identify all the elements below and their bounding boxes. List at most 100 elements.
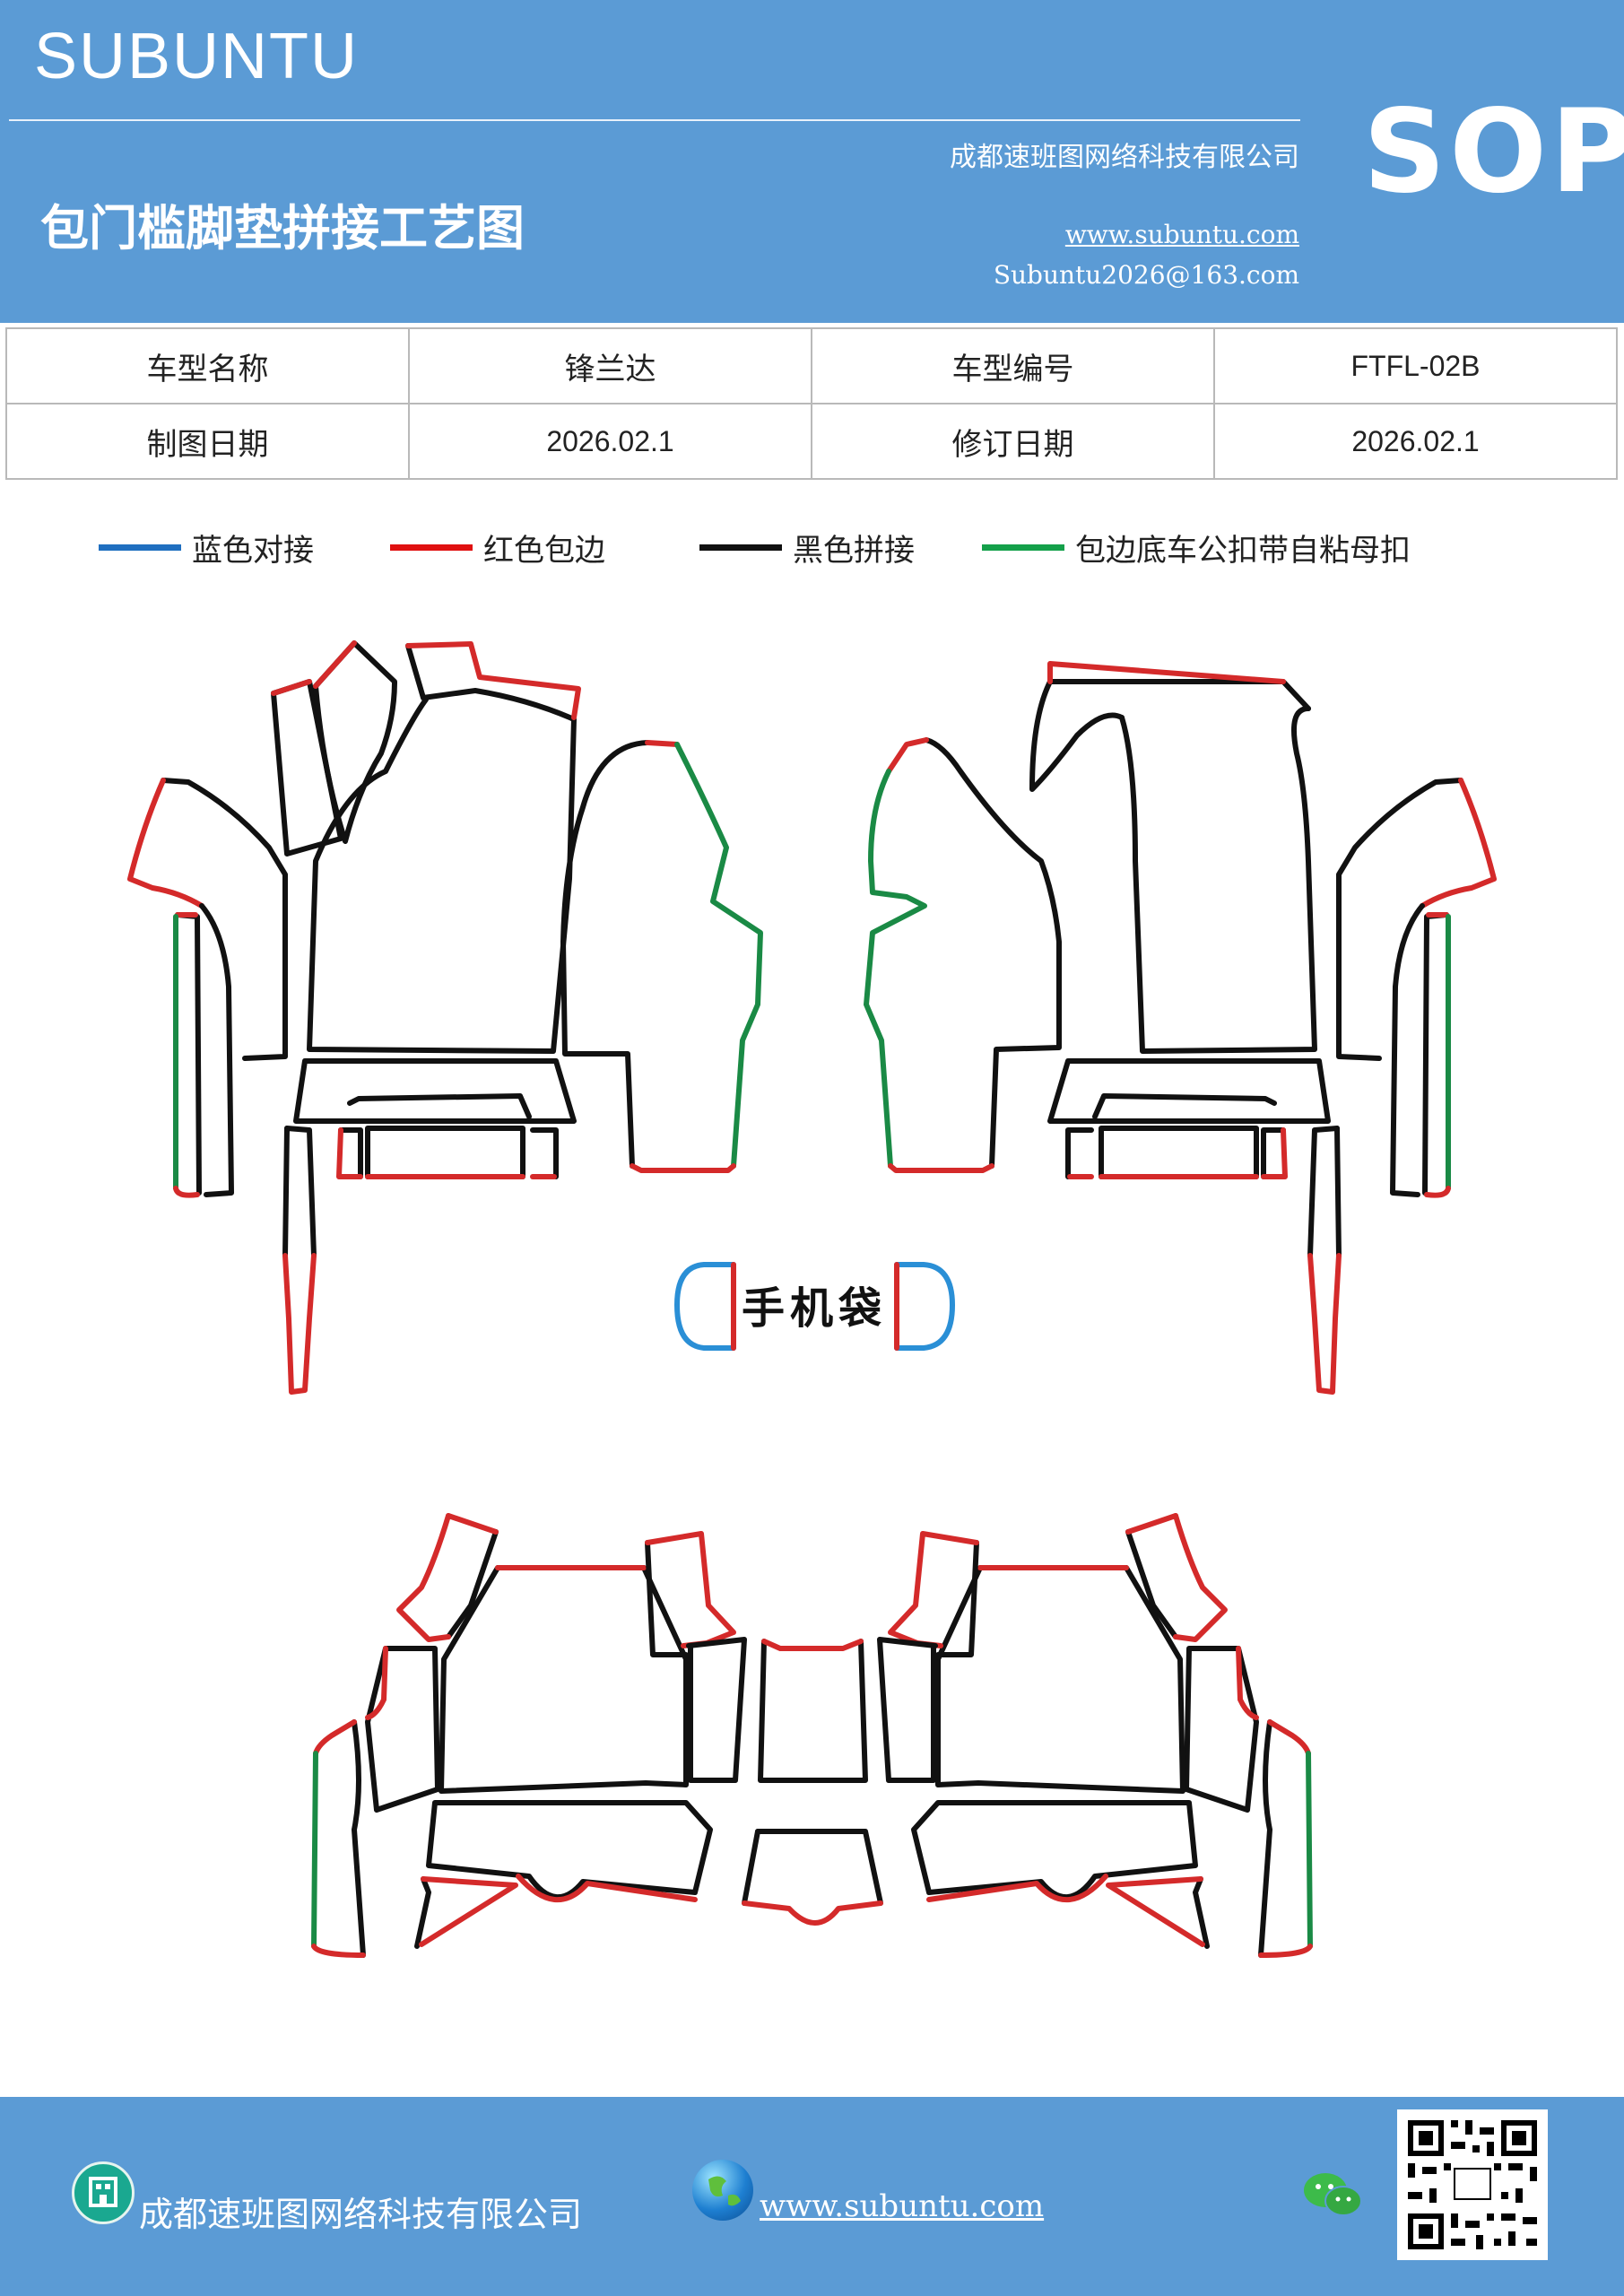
mat-piece: [888, 1531, 979, 1648]
mat-piece: [352, 1719, 366, 1958]
legend-swatch: [99, 544, 181, 551]
document-title: 包门槛脚垫拼接工艺图: [40, 200, 525, 257]
brand-logo-text: SUBUNTU: [34, 21, 360, 92]
legend-label: 红色包边: [483, 532, 605, 569]
sop-badge: SOP: [1363, 85, 1624, 219]
header-email: Subuntu2026@163.com: [993, 260, 1299, 290]
qr-code-icon: [1397, 2109, 1548, 2260]
table-cell: 锋兰达: [408, 327, 812, 404]
mat-piece: [313, 640, 357, 689]
legend-swatch: [390, 544, 473, 551]
mat-piece: [414, 1876, 431, 1949]
mat-piece: [926, 1874, 1108, 1903]
mat-piece: [924, 737, 1062, 1169]
legend-label: 包边底车公扣带自粘母扣: [1075, 532, 1411, 569]
mat-piece: [307, 643, 577, 1054]
mat-piece: [1029, 679, 1311, 792]
pocket-left-edge: [674, 1262, 736, 1351]
mat-piece: [877, 1637, 938, 1783]
mat-piece: [864, 769, 927, 1169]
rear-left-mat-set: [311, 1513, 747, 1958]
legend-swatch: [982, 544, 1064, 551]
mat-piece: [1261, 1127, 1286, 1179]
legend-item-blue: 蓝色对接: [99, 520, 314, 574]
mat-piece: [338, 1127, 363, 1179]
table-cell: 车型编号: [811, 327, 1215, 404]
mat-piece: [1119, 706, 1317, 1054]
mat-piece: [284, 1126, 317, 1258]
header-banner: SUBUNTU 成都速班图网络科技有限公司 包门槛脚垫拼接工艺图 www.sub…: [0, 0, 1624, 323]
header-website-link[interactable]: www.subuntu.com: [1064, 220, 1299, 249]
mat-piece: [1184, 1646, 1259, 1813]
mat-piece: [175, 912, 202, 1196]
mat-piece: [1420, 778, 1497, 909]
mat-piece: [886, 737, 929, 774]
right-front-mat-set: [864, 661, 1497, 1395]
mat-piece: [347, 1093, 532, 1119]
wechat-icon[interactable]: [1302, 2169, 1365, 2222]
mat-piece: [755, 1829, 883, 1906]
mat-piece: [199, 903, 234, 1197]
mat-piece: [686, 1637, 747, 1783]
legend-label: 黑色拼接: [793, 532, 915, 569]
mat-piece: [282, 1253, 317, 1395]
mat-piece: [674, 742, 763, 1169]
mat-piece: [365, 1646, 440, 1813]
mat-piece: [293, 1058, 577, 1124]
mat-piece: [446, 1513, 499, 1535]
table-cell: 2026.02.1: [1213, 403, 1618, 480]
mat-piece: [1236, 1646, 1259, 1720]
mat-piece: [173, 1186, 200, 1198]
left-front-mat-set: [127, 640, 763, 1395]
mat-piece: [426, 1800, 713, 1900]
table-cell: 2026.02.1: [408, 403, 812, 480]
building-icon: [72, 2161, 135, 2224]
mat-piece: [1336, 778, 1463, 1061]
mat-piece: [1258, 1944, 1313, 1958]
mat-piece: [1422, 912, 1449, 1196]
mat-piece: [645, 1531, 736, 1648]
mat-piece: [1306, 1751, 1313, 1949]
header-divider: [9, 119, 1300, 121]
mat-piece: [1424, 1186, 1451, 1198]
mat-piece: [396, 1513, 451, 1642]
mat-piece: [1390, 903, 1425, 1197]
table-cell: 车型名称: [5, 327, 410, 404]
vehicle-info-table: 车型名称 锋兰达 车型编号 FTFL-02B 制图日期 2026.02.1 修订…: [5, 327, 1618, 480]
mat-piece: [1173, 1513, 1228, 1642]
mat-piece: [645, 740, 680, 747]
footer-website-link[interactable]: www.subuntu.com: [760, 2188, 1045, 2224]
pocket-right-edge: [894, 1262, 955, 1351]
mat-piece: [1106, 1876, 1205, 1947]
mat-piece: [630, 1163, 736, 1173]
mat-piece: [1047, 661, 1286, 684]
mat-piece: [282, 1126, 290, 1258]
legend-item-green: 包边底车公扣带自粘母扣: [982, 520, 1411, 574]
rear-right-mat-set: [877, 1513, 1313, 1958]
mat-piece: [1099, 1126, 1259, 1179]
mat-piece: [742, 1829, 760, 1906]
legend-label: 蓝色对接: [192, 532, 314, 569]
mat-piece: [311, 1944, 366, 1958]
mat-piece: [1065, 1127, 1094, 1179]
header-company-name: 成都速班图网络科技有限公司: [950, 142, 1299, 173]
globe-icon: [692, 2160, 753, 2221]
mat-piece: [313, 640, 397, 844]
mat-piece: [439, 1565, 689, 1794]
mat-piece: [1261, 1127, 1288, 1179]
mat-piece: [758, 1639, 868, 1783]
mat-piece: [935, 1565, 1185, 1794]
mat-piece: [365, 1646, 388, 1720]
mat-piece: [645, 1540, 689, 1657]
mat-piece: [161, 778, 288, 1061]
mat-piece: [365, 1126, 525, 1179]
rear-center-mat-set: [742, 1639, 883, 1926]
phone-pocket-label: 手机袋: [742, 1283, 887, 1334]
mat-piece: [935, 1540, 979, 1657]
mat-piece: [313, 1719, 357, 1756]
legend-item-black: 黑色拼接: [699, 520, 915, 574]
table-row: 制图日期 2026.02.1 修订日期 2026.02.1: [5, 403, 1618, 480]
mat-piece: [446, 1529, 499, 1639]
color-legend: 蓝色对接 红色包边 黑色拼接 包边底车公扣带自粘母扣: [0, 520, 1624, 574]
mat-piece: [888, 1163, 994, 1173]
